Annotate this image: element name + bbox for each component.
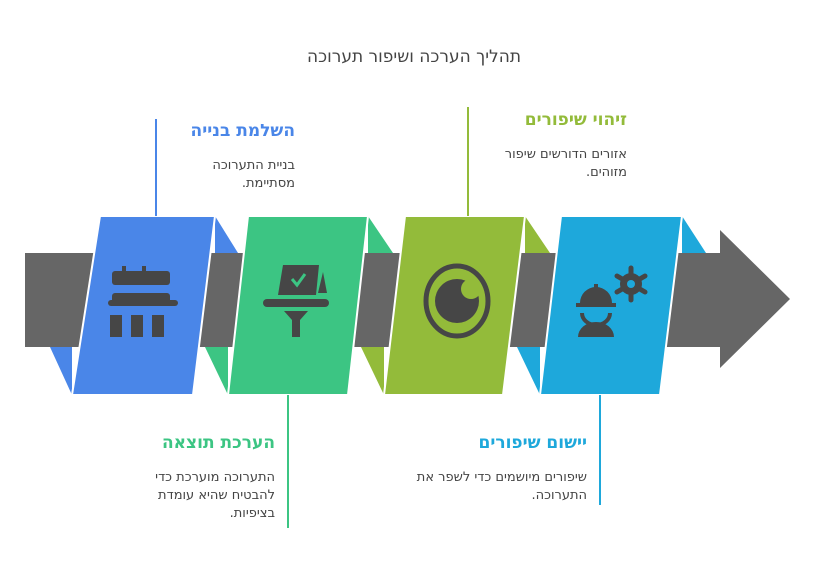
triangle-accent-4b bbox=[517, 347, 540, 395]
step-3-description: אזורים הדורשים שיפור מזוהים. bbox=[504, 147, 627, 180]
triangle-accent-2 bbox=[368, 216, 393, 253]
evaluation-icon bbox=[263, 265, 329, 337]
connector-line-4 bbox=[599, 395, 601, 505]
connector-line-2 bbox=[287, 395, 289, 528]
step-3-text: זיהוי שיפורים אזורים הדורשים שיפור מזוהי… bbox=[472, 110, 627, 182]
step-3-heading: זיהוי שיפורים bbox=[524, 110, 627, 130]
triangle-accent-1b bbox=[50, 347, 72, 395]
worker-gear-icon bbox=[576, 265, 648, 337]
triangle-accent-2b bbox=[205, 347, 228, 395]
step-4-description: שיפורים מיושמים כדי לשפר את התערוכה. bbox=[416, 470, 587, 503]
connector-line-1 bbox=[155, 119, 157, 216]
step-1-description: בניית התערוכה מסתיימת. bbox=[212, 158, 295, 191]
triangle-accent-1 bbox=[215, 216, 238, 253]
construction-icon bbox=[108, 266, 178, 337]
triangle-accent-4 bbox=[682, 216, 706, 253]
eye-icon bbox=[423, 263, 491, 339]
triangle-accent-3b bbox=[361, 347, 384, 395]
step-2-text: הערכת תוצאה התערוכה מוערכת כדי להבטיח שה… bbox=[120, 433, 275, 523]
step-1-heading: השלמת בנייה bbox=[190, 121, 295, 141]
step-2-heading: הערכת תוצאה bbox=[162, 433, 275, 453]
connector-line-3 bbox=[467, 107, 469, 216]
triangle-accent-3 bbox=[525, 216, 550, 253]
step-4-text: יישום שיפורים שיפורים מיושמים כדי לשפר א… bbox=[400, 433, 587, 505]
step-2-description: התערוכה מוערכת כדי להבטיח שהיא עומדת בצי… bbox=[155, 470, 275, 521]
step-1-text: השלמת בנייה בניית התערוכה מסתיימת. bbox=[160, 121, 295, 193]
diagram-title: תהליך הערכה ושיפור תערוכה bbox=[307, 47, 521, 67]
step-4-heading: יישום שיפורים bbox=[478, 433, 587, 453]
